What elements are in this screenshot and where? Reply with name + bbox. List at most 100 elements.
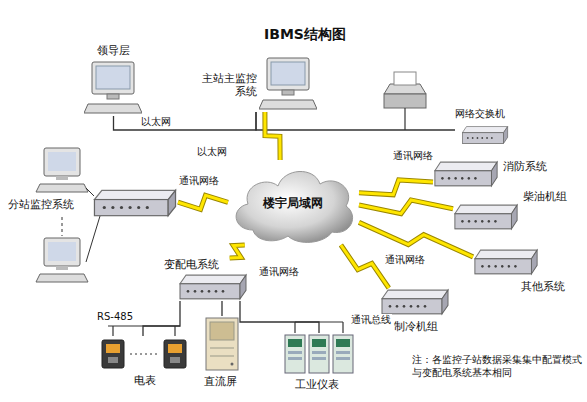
device-icon-part [455,205,517,214]
system-node: 柴油机组 [453,190,573,232]
meter-icon-part [164,340,186,368]
device-icon-part [180,284,240,299]
device-icon-part [494,265,496,268]
device-icon-part [120,206,123,209]
device-icon-part [488,265,490,268]
device-icon-part [146,206,149,209]
device-icon-part [180,275,246,284]
computer-icon-part [96,66,130,89]
cabinet-icon-part [206,318,238,370]
device-icon-part [240,275,246,299]
device-icon-part [491,137,493,139]
device-icon-part [424,305,427,308]
computer-icon-part [107,94,119,99]
connector [265,112,280,160]
system-node: 领导层 [82,44,145,116]
device-icon-part [403,305,406,308]
device-icon-part [462,133,503,144]
printer-paper [394,72,416,85]
monitor [44,238,80,266]
node-label: 楼宇局域网 [228,196,358,210]
connector [240,301,319,333]
connector [359,180,433,195]
edge-label: 以太网 [140,116,172,128]
device-icon [92,188,178,218]
device-icon-part [486,137,488,139]
stand [56,176,68,180]
bolt-outline [341,245,389,288]
node-label: 变配电系统 [164,258,219,271]
system-node: 其他系统 [473,248,569,295]
device-icon-part [531,250,537,274]
device-icon-part [514,265,516,268]
device-icon-part [128,206,131,209]
printer-body [384,94,426,108]
device-icon-part [410,305,413,308]
instrument-icon-part [336,357,350,360]
bus-drop [404,108,405,130]
device-icon-part [508,265,510,268]
computer-icon [84,60,142,115]
device-icon-part [461,177,463,180]
device-icon-part [481,265,483,268]
device-icon-part [472,137,474,139]
instrument-icon-part [336,351,350,354]
device-icon-part [467,137,469,139]
bolt-outline [230,245,245,258]
edge-label: 通讯网络 [392,150,434,162]
system-node: 变配电系统 [160,258,250,301]
device-icon-part [461,220,463,223]
instrument-icon-part [336,339,350,347]
bus-drop [112,326,113,336]
bolt-outline [265,112,280,160]
node-label: 其他系统 [521,280,565,293]
system-node: 电表 [100,336,190,389]
screen [48,242,76,261]
instrument-icon-part [288,357,302,360]
dashed-link [62,217,63,236]
instrument-icon [283,333,355,375]
node-label: 直流屏 [204,375,237,388]
lightning-bolt [230,245,245,258]
device-icon-part [488,220,490,223]
bolt-outline [178,195,228,209]
meter-icon-part [170,357,180,363]
computer-icon-part [92,62,134,94]
system-node: 直流屏 [204,316,244,390]
system-node: 主站主监控系统 [195,56,317,112]
device-icon-part [417,305,420,308]
connector [178,195,228,209]
lightning-bolt [178,195,228,209]
device-icon [473,248,539,276]
cabinet-icon-part [210,356,234,357]
device-icon-part [111,206,114,209]
computer-icon-part [271,62,305,85]
connector [359,200,453,214]
bus-drop [342,322,343,333]
system-node: 楼宇局域网 [228,160,359,245]
diagram-title: IBMS结构图 [264,26,346,43]
edge-label: 通讯网络 [178,175,220,187]
device-icon-part [475,259,532,274]
pc-link [86,188,94,196]
system-node: 制冷机组 [380,288,450,335]
keyboard [36,274,88,282]
wire [143,301,180,336]
lightning-bolt [359,180,433,195]
connector [256,112,455,130]
device-icon-part [448,177,450,180]
cabinet-icon-part [210,348,234,349]
node-label: 制冷机组 [394,320,438,333]
device-icon-part [187,290,190,293]
lightning-bolt [265,112,280,160]
wire [256,112,455,130]
cabinet-icon-part [231,363,234,366]
instrument-icon-part [333,335,353,373]
edge-label: 通讯网络 [258,266,300,278]
system-node: 工业仪表 [283,333,355,393]
node-label: 领导层 [82,44,144,57]
bus-drop [174,326,175,336]
device-icon [453,203,519,231]
edge-label: 以太网 [196,146,228,158]
